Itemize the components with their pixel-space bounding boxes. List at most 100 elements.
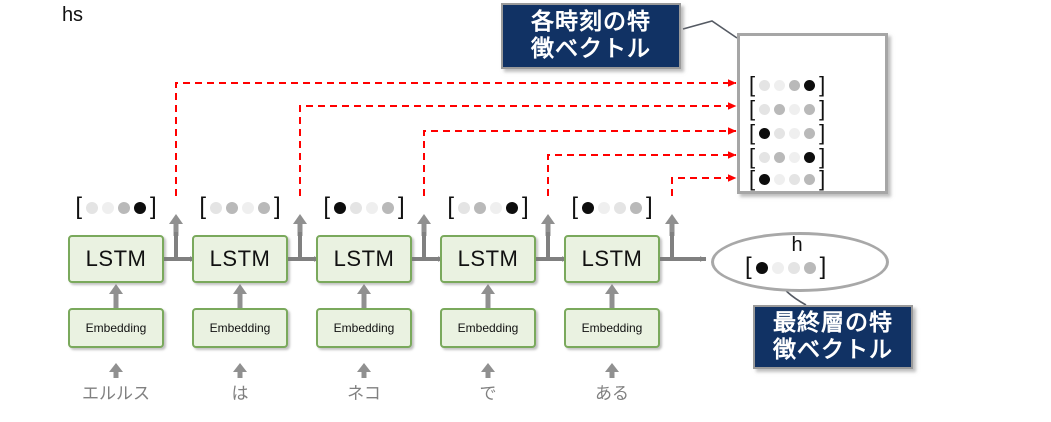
word-to-embedding-arrows	[113, 372, 615, 378]
hs-row-5-dot-1	[759, 173, 771, 185]
timestep-4-vector-dot-2	[598, 202, 610, 214]
hs-arrow-2	[299, 102, 737, 196]
hs-row-3: []	[749, 120, 825, 146]
h-vector-dot-2	[771, 262, 784, 274]
hs-arrow-5	[671, 174, 737, 196]
hs-row-1-close-bracket: ]	[819, 72, 826, 97]
timestep-4-vector-dot-4	[630, 202, 642, 214]
timestep-2-vector-open-bracket: [	[323, 193, 330, 220]
hs-row-2-dot-2	[774, 103, 786, 115]
hs-row-2-close-bracket: ]	[819, 96, 826, 121]
timestep-3-vector-dot-1	[458, 202, 470, 214]
embedding-cell-4[interactable]: Embedding	[564, 308, 660, 348]
timestep-4-vector-open-bracket: [	[571, 193, 578, 220]
timestep-0-vector-open-bracket: [	[75, 193, 82, 220]
timestep-4-hidden-vector: []	[550, 193, 674, 220]
timestep-1-vector-open-bracket: [	[199, 193, 206, 220]
callout-bottom-line1: 最終層の特	[773, 309, 893, 336]
timestep-2-vector-dot-1	[334, 202, 346, 214]
embedding-cell-3[interactable]: Embedding	[440, 308, 536, 348]
input-word-3: で	[479, 384, 497, 404]
hs-row-3-dot-3	[789, 127, 801, 139]
input-word-1: は	[231, 384, 249, 404]
hs-title: hs	[61, 4, 84, 26]
h-vector-dot-3	[787, 262, 800, 274]
hs-row-1-dot-3	[789, 79, 801, 91]
hs-row-1-dot-2	[774, 79, 786, 91]
timestep-1-hidden-vector: []	[178, 193, 302, 220]
timestep-3-hidden-vector: []	[426, 193, 550, 220]
hs-row-5-close-bracket: ]	[819, 166, 826, 191]
hs-row-3-open-bracket: [	[749, 120, 756, 145]
embedding-to-lstm-arrows	[113, 294, 615, 308]
input-word-2: ネコ	[347, 384, 381, 404]
callout-top-line1: 各時刻の特	[531, 8, 651, 35]
hs-row-2: []	[749, 96, 825, 122]
hs-row-3-dot-2	[774, 127, 786, 139]
timestep-3-vector-dot-3	[490, 202, 502, 214]
lstm-cell-0[interactable]: LSTM	[68, 235, 164, 283]
hs-row-2-dot-1	[759, 103, 771, 115]
embedding-cell-0[interactable]: Embedding	[68, 308, 164, 348]
timestep-0-vector-dot-1	[86, 202, 98, 214]
timestep-2-vector-dot-3	[366, 202, 378, 214]
hs-row-2-open-bracket: [	[749, 96, 756, 121]
timestep-2-hidden-vector: []	[302, 193, 426, 220]
timestep-3-vector-open-bracket: [	[447, 193, 454, 220]
timestep-4-vector-dot-1	[582, 202, 594, 214]
hs-row-4-dot-4	[804, 151, 816, 163]
timestep-3-vector-dot-2	[474, 202, 486, 214]
hs-row-4-dot-3	[789, 151, 801, 163]
h-vector-close-bracket: ]	[819, 253, 827, 280]
lstm-cell-4[interactable]: LSTM	[564, 235, 660, 283]
hs-dashed-arrows	[175, 79, 737, 196]
hs-row-2-dot-4	[804, 103, 816, 115]
lstm-cell-3[interactable]: LSTM	[440, 235, 536, 283]
callout-bottom-line2: 徴ベクトル	[773, 337, 893, 363]
hs-row-1-dot-4	[804, 79, 816, 91]
timestep-3-vector-dot-4	[506, 202, 518, 214]
h-vector-dot-1	[755, 262, 768, 274]
timestep-4-vector-dot-3	[614, 202, 626, 214]
h-vector-dot-4	[803, 262, 816, 274]
input-word-0: エルルス	[82, 384, 150, 404]
h-title: h	[791, 234, 803, 256]
lstm-cell-1[interactable]: LSTM	[192, 235, 288, 283]
hs-row-5-open-bracket: [	[749, 166, 756, 191]
hs-arrow-3	[423, 127, 737, 196]
timestep-2-vector-dot-4	[382, 202, 394, 214]
input-word-4: ある	[595, 384, 629, 404]
embedding-to-lstm-heads	[109, 284, 619, 294]
timestep-0-vector-dot-2	[102, 202, 114, 214]
hs-row-4-dot-2	[774, 151, 786, 163]
callout-each-timestep: 各時刻の特 徴ベクトル	[501, 3, 681, 69]
word-to-embedding-heads	[109, 363, 619, 372]
timestep-2-vector-dot-2	[350, 202, 362, 214]
h-ellipse	[711, 232, 889, 292]
hs-row-3-dot-4	[804, 127, 816, 139]
top-callout-leader	[682, 20, 738, 39]
embedding-cell-1[interactable]: Embedding	[192, 308, 288, 348]
embedding-cell-2[interactable]: Embedding	[316, 308, 412, 348]
timestep-1-vector-dot-2	[226, 202, 238, 214]
hs-arrow-4	[547, 151, 737, 196]
h-vector: []	[745, 253, 827, 280]
timestep-1-vector-close-bracket: ]	[274, 193, 281, 220]
hs-row-3-dot-1	[759, 127, 771, 139]
timestep-4-vector-close-bracket: ]	[646, 193, 653, 220]
hs-arrow-1	[175, 79, 737, 196]
hs-row-4-close-bracket: ]	[819, 144, 826, 169]
h-vector-open-bracket: [	[745, 253, 752, 280]
hs-row-5: []	[749, 166, 825, 192]
callout-final-layer: 最終層の特 徴ベクトル	[753, 305, 913, 369]
timestep-0-vector-dot-3	[118, 202, 130, 214]
hs-row-4: []	[749, 144, 825, 170]
hs-row-1-open-bracket: [	[749, 72, 756, 97]
hs-row-2-dot-3	[789, 103, 801, 115]
hs-row-4-open-bracket: [	[749, 144, 756, 169]
lstm-cell-2[interactable]: LSTM	[316, 235, 412, 283]
hs-row-5-dot-2	[774, 173, 786, 185]
timestep-0-vector-dot-4	[134, 202, 146, 214]
hs-row-3-close-bracket: ]	[819, 120, 826, 145]
